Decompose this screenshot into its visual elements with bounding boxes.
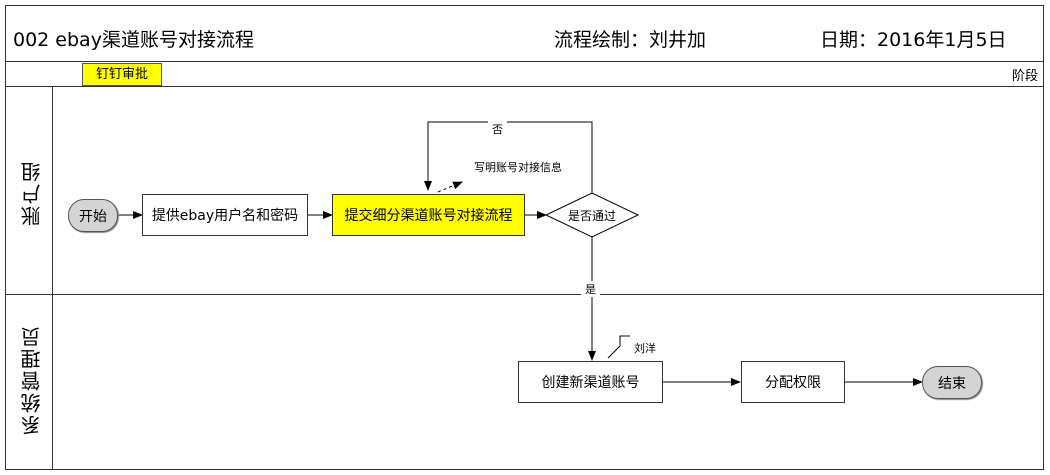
decision-diamond-shape	[544, 192, 640, 238]
diagram-title: 002 ebay渠道账号对接流程	[13, 29, 254, 51]
lane-divider	[5, 294, 1044, 295]
phase-divider	[5, 86, 1044, 87]
author-label: 流程绘制：刘井加	[554, 29, 707, 51]
edge-decision-no	[424, 121, 593, 193]
start-node: 开始	[68, 199, 118, 232]
annotation-leader	[437, 181, 463, 193]
decision-node: 是否通过	[567, 208, 616, 223]
date-label: 日期：2016年1月5日	[820, 29, 1007, 51]
assign-permission-node: 分配权限	[741, 361, 845, 403]
phase-label: 阶段	[1011, 69, 1038, 84]
annotation-owner: 刘洋	[634, 342, 656, 355]
provide-credentials-node: 提供ebay用户名和密码	[142, 194, 308, 236]
header-divider	[5, 61, 1044, 62]
submit-flow-node: 提交细分渠道账号对接流程	[332, 194, 525, 236]
phase-tag: 钉钉审批	[82, 63, 162, 86]
annotation-write-info: 写明账号对接信息	[474, 161, 562, 174]
edge-label-yes: 是	[581, 281, 600, 297]
edge-label-no: 否	[488, 121, 507, 137]
owner-bracket	[607, 335, 630, 359]
create-account-node: 创建新渠道账号	[518, 361, 663, 403]
end-node: 结束	[922, 366, 982, 399]
lane-label-divider	[52, 86, 53, 470]
